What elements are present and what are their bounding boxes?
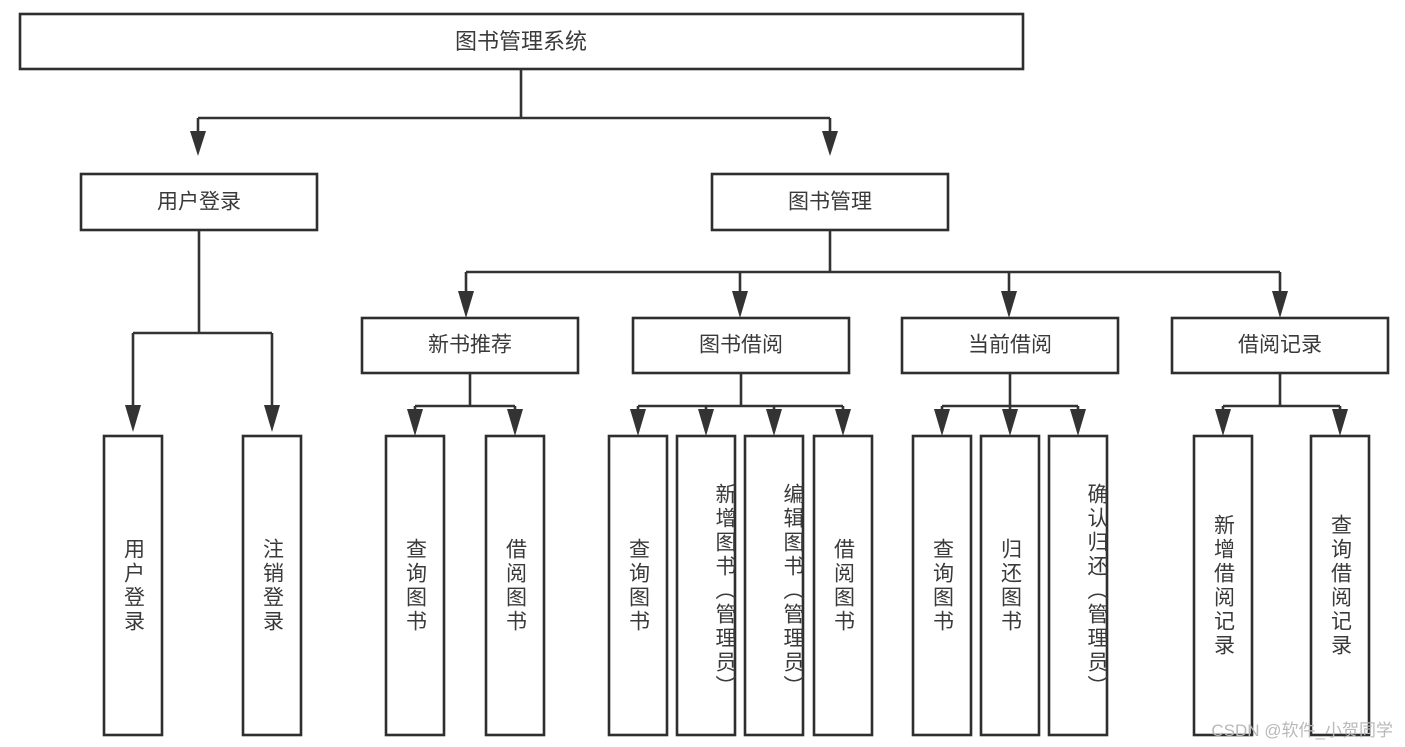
node-book-management-box[interactable] bbox=[710, 172, 950, 232]
node-new-book-recommend-box[interactable] bbox=[360, 316, 580, 375]
leaf-box-return-book[interactable] bbox=[979, 434, 1041, 737]
arrow-head-icon bbox=[630, 409, 646, 436]
connector-user-login-to-leaves bbox=[125, 230, 280, 432]
node-book-borrow-box[interactable] bbox=[631, 316, 851, 375]
arrow-head-icon bbox=[835, 409, 851, 436]
leaf-box-edit-book-admin[interactable] bbox=[743, 434, 805, 737]
arrow-head-icon bbox=[822, 131, 838, 156]
arrow-head-icon bbox=[507, 409, 523, 436]
arrow-head-icon bbox=[1070, 409, 1086, 436]
connector-root-to-level1 bbox=[190, 69, 838, 156]
node-root[interactable]: 图书管理系统 bbox=[18, 12, 1025, 71]
leaf-box-query-book-nbr[interactable] bbox=[384, 434, 446, 737]
leaf-box-query-borrow-record[interactable] bbox=[1309, 434, 1371, 737]
arrow-head-icon bbox=[1332, 409, 1348, 436]
node-root-box[interactable] bbox=[18, 12, 1025, 71]
arrow-head-icon bbox=[1002, 409, 1018, 436]
arrow-head-icon bbox=[190, 131, 206, 156]
node-book-borrow[interactable]: 图书借阅 bbox=[631, 316, 851, 375]
leaf-box-user-login[interactable] bbox=[102, 434, 164, 737]
arrow-head-icon bbox=[458, 291, 474, 318]
arrow-head-icon bbox=[1215, 409, 1231, 436]
connector-new-book-recommend-to-leaves bbox=[407, 373, 523, 436]
node-root-label: 图书管理系统 bbox=[455, 29, 587, 54]
node-user-login-label: 用户登录 bbox=[157, 191, 241, 214]
node-book-management[interactable]: 图书管理 bbox=[710, 172, 950, 232]
arrow-head-icon bbox=[407, 409, 423, 436]
arrow-head-icon bbox=[934, 409, 950, 436]
leaf-box-borrow-book-bb[interactable] bbox=[812, 434, 874, 737]
node-book-management-label: 图书管理 bbox=[788, 191, 872, 214]
leaf-box-add-book-admin[interactable] bbox=[675, 434, 737, 737]
arrow-head-icon bbox=[1001, 291, 1017, 318]
connector-book-borrow-to-leaves bbox=[630, 373, 851, 436]
node-borrow-record-label: 借阅记录 bbox=[1238, 334, 1322, 357]
node-current-borrow[interactable]: 当前借阅 bbox=[900, 316, 1120, 375]
leaf-box-confirm-return-admin[interactable] bbox=[1047, 434, 1109, 737]
leaf-box-query-book-cb[interactable] bbox=[911, 434, 973, 737]
node-borrow-record-box[interactable] bbox=[1170, 316, 1390, 375]
arrow-head-icon bbox=[1272, 291, 1288, 318]
node-current-borrow-box[interactable] bbox=[900, 316, 1120, 375]
connector-borrow-record-to-leaves bbox=[1215, 373, 1348, 436]
leaf-box-logout-login[interactable] bbox=[241, 434, 303, 737]
arrow-head-icon bbox=[732, 291, 748, 318]
node-current-borrow-label: 当前借阅 bbox=[968, 334, 1052, 357]
arrow-head-icon bbox=[125, 405, 141, 432]
node-new-book-recommend-label: 新书推荐 bbox=[428, 334, 512, 357]
connector-book-management-to-level2 bbox=[458, 230, 1288, 318]
node-book-borrow-label: 图书借阅 bbox=[699, 334, 783, 357]
leaf-box-borrow-book-nbr[interactable] bbox=[484, 434, 546, 737]
node-new-book-recommend[interactable]: 新书推荐 bbox=[360, 316, 580, 375]
arrow-head-icon bbox=[264, 405, 280, 432]
arrow-head-icon bbox=[698, 409, 714, 436]
arrow-head-icon bbox=[766, 409, 782, 436]
node-borrow-record[interactable]: 借阅记录 bbox=[1170, 316, 1390, 375]
leaf-box-add-borrow-record[interactable] bbox=[1192, 434, 1254, 737]
node-user-login[interactable]: 用户登录 bbox=[79, 172, 319, 232]
watermark: CSDN @软件_小贺同学 bbox=[1211, 721, 1393, 740]
connector-current-borrow-to-leaves bbox=[934, 373, 1086, 436]
leaf-box-query-book-bb[interactable] bbox=[607, 434, 669, 737]
